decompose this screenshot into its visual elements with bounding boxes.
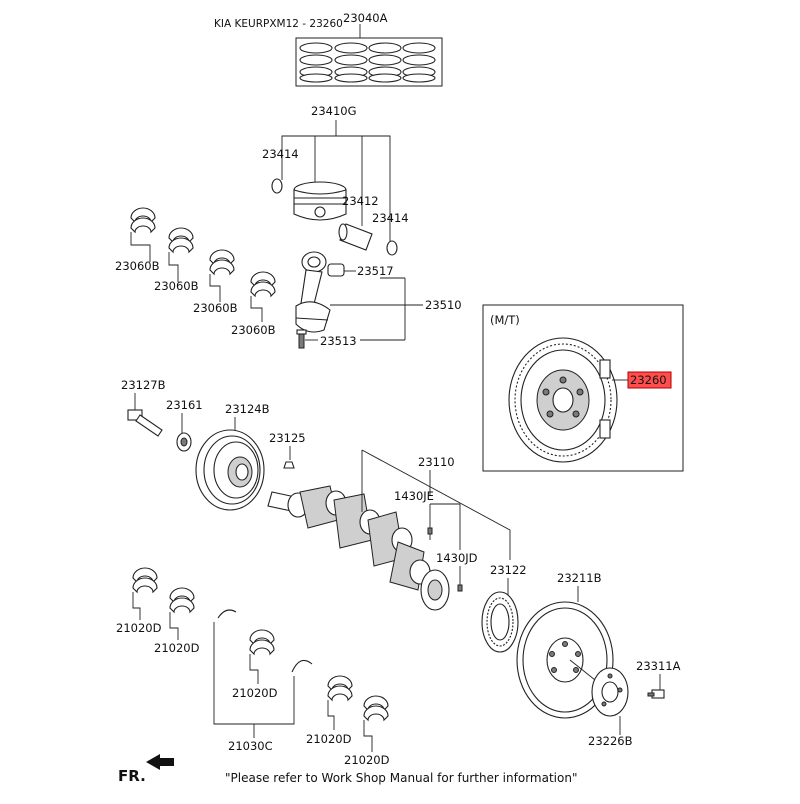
bearing-shell[interactable] xyxy=(130,207,156,234)
label-21020D-3[interactable]: 21020D xyxy=(232,686,278,700)
bearing-group-23060B: 23060B 23060B 23060B 23060B xyxy=(115,207,276,337)
thrust-washer-right[interactable] xyxy=(291,659,313,673)
crankshaft[interactable] xyxy=(267,485,450,611)
bearing-group-21020D: 21020D 21020D 21020D 21020D 21020D xyxy=(116,567,390,767)
label-23311A[interactable]: 23311A xyxy=(636,659,681,673)
snap-ring-left[interactable] xyxy=(271,178,283,194)
label-23040A[interactable]: 23040A xyxy=(343,11,388,25)
pulley-washer[interactable] xyxy=(176,432,192,452)
label-23260[interactable]: 23260 xyxy=(630,373,667,387)
rod-bushing[interactable] xyxy=(327,263,345,277)
bearing-shell[interactable] xyxy=(209,249,235,276)
dual-mass-flywheel[interactable] xyxy=(508,337,618,463)
label-23510[interactable]: 23510 xyxy=(425,298,462,312)
box-label: (M/T) xyxy=(490,313,520,327)
adapter-plate[interactable] xyxy=(591,667,629,717)
main-bearing-shell[interactable] xyxy=(132,567,158,594)
footer-note: "Please refer to Work Shop Manual for fu… xyxy=(225,771,577,785)
thrust-washer-left[interactable] xyxy=(217,609,237,619)
pulley-bolt[interactable] xyxy=(127,409,163,437)
plug-1430JD[interactable] xyxy=(457,584,463,592)
label-23211B[interactable]: 23211B xyxy=(557,571,602,585)
drive-plate[interactable] xyxy=(516,601,614,719)
label-23060B-1[interactable]: 23060B xyxy=(115,259,160,273)
label-23060B-4[interactable]: 23060B xyxy=(231,323,276,337)
piston[interactable] xyxy=(293,181,347,221)
front-direction-label: FR. xyxy=(118,767,146,785)
label-23414-bottom[interactable]: 23414 xyxy=(372,211,409,225)
connecting-rod[interactable] xyxy=(295,251,331,333)
label-21020D-4[interactable]: 21020D xyxy=(306,732,352,746)
label-23414-top[interactable]: 23414 xyxy=(262,147,299,161)
label-23122[interactable]: 23122 xyxy=(490,563,527,577)
label-23412[interactable]: 23412 xyxy=(342,194,379,208)
label-23410G[interactable]: 23410G xyxy=(311,104,357,118)
label-21020D-5[interactable]: 21020D xyxy=(344,753,390,767)
label-23060B-3[interactable]: 23060B xyxy=(193,301,238,315)
label-23060B-2[interactable]: 23060B xyxy=(154,279,199,293)
label-23517[interactable]: 23517 xyxy=(357,264,394,278)
reluctor-ring[interactable] xyxy=(481,591,519,653)
front-arrow-icon xyxy=(146,754,174,770)
label-23226B[interactable]: 23226B xyxy=(588,734,633,748)
main-bearing-shell[interactable] xyxy=(249,629,275,656)
snap-ring-right[interactable] xyxy=(386,240,398,256)
label-1430JD[interactable]: 1430JD xyxy=(436,551,478,565)
main-bearing-shell[interactable] xyxy=(363,695,389,722)
bearing-shell[interactable] xyxy=(250,271,276,298)
main-bearing-shell[interactable] xyxy=(327,675,353,702)
main-bearing-shell[interactable] xyxy=(169,587,195,614)
piston-ring-set[interactable] xyxy=(299,42,436,83)
label-1430JE[interactable]: 1430JE xyxy=(394,489,434,503)
bearing-shell[interactable] xyxy=(168,227,194,254)
label-23125[interactable]: 23125 xyxy=(269,431,306,445)
crank-key[interactable] xyxy=(283,461,295,469)
crankshaft-pulley[interactable] xyxy=(195,429,265,511)
label-23127B[interactable]: 23127B xyxy=(121,378,166,392)
ring-set-frame xyxy=(295,37,443,87)
highlight-23260 xyxy=(627,371,672,389)
drive-plate-bolt[interactable] xyxy=(647,689,665,699)
label-23513[interactable]: 23513 xyxy=(320,334,357,348)
plug-1430JE[interactable] xyxy=(427,527,433,535)
label-21030C[interactable]: 21030C xyxy=(228,739,273,753)
label-21020D-2[interactable]: 21020D xyxy=(154,641,200,655)
rod-bolt[interactable] xyxy=(296,329,307,349)
label-23161[interactable]: 23161 xyxy=(166,398,203,412)
label-23110[interactable]: 23110 xyxy=(418,455,455,469)
piston-pin[interactable] xyxy=(338,223,373,251)
mt-flywheel-box xyxy=(482,304,684,472)
label-23124B[interactable]: 23124B xyxy=(225,402,270,416)
diagram-title: KIA KEURPXM12 - 23260 xyxy=(214,18,343,30)
label-21020D-1[interactable]: 21020D xyxy=(116,621,162,635)
